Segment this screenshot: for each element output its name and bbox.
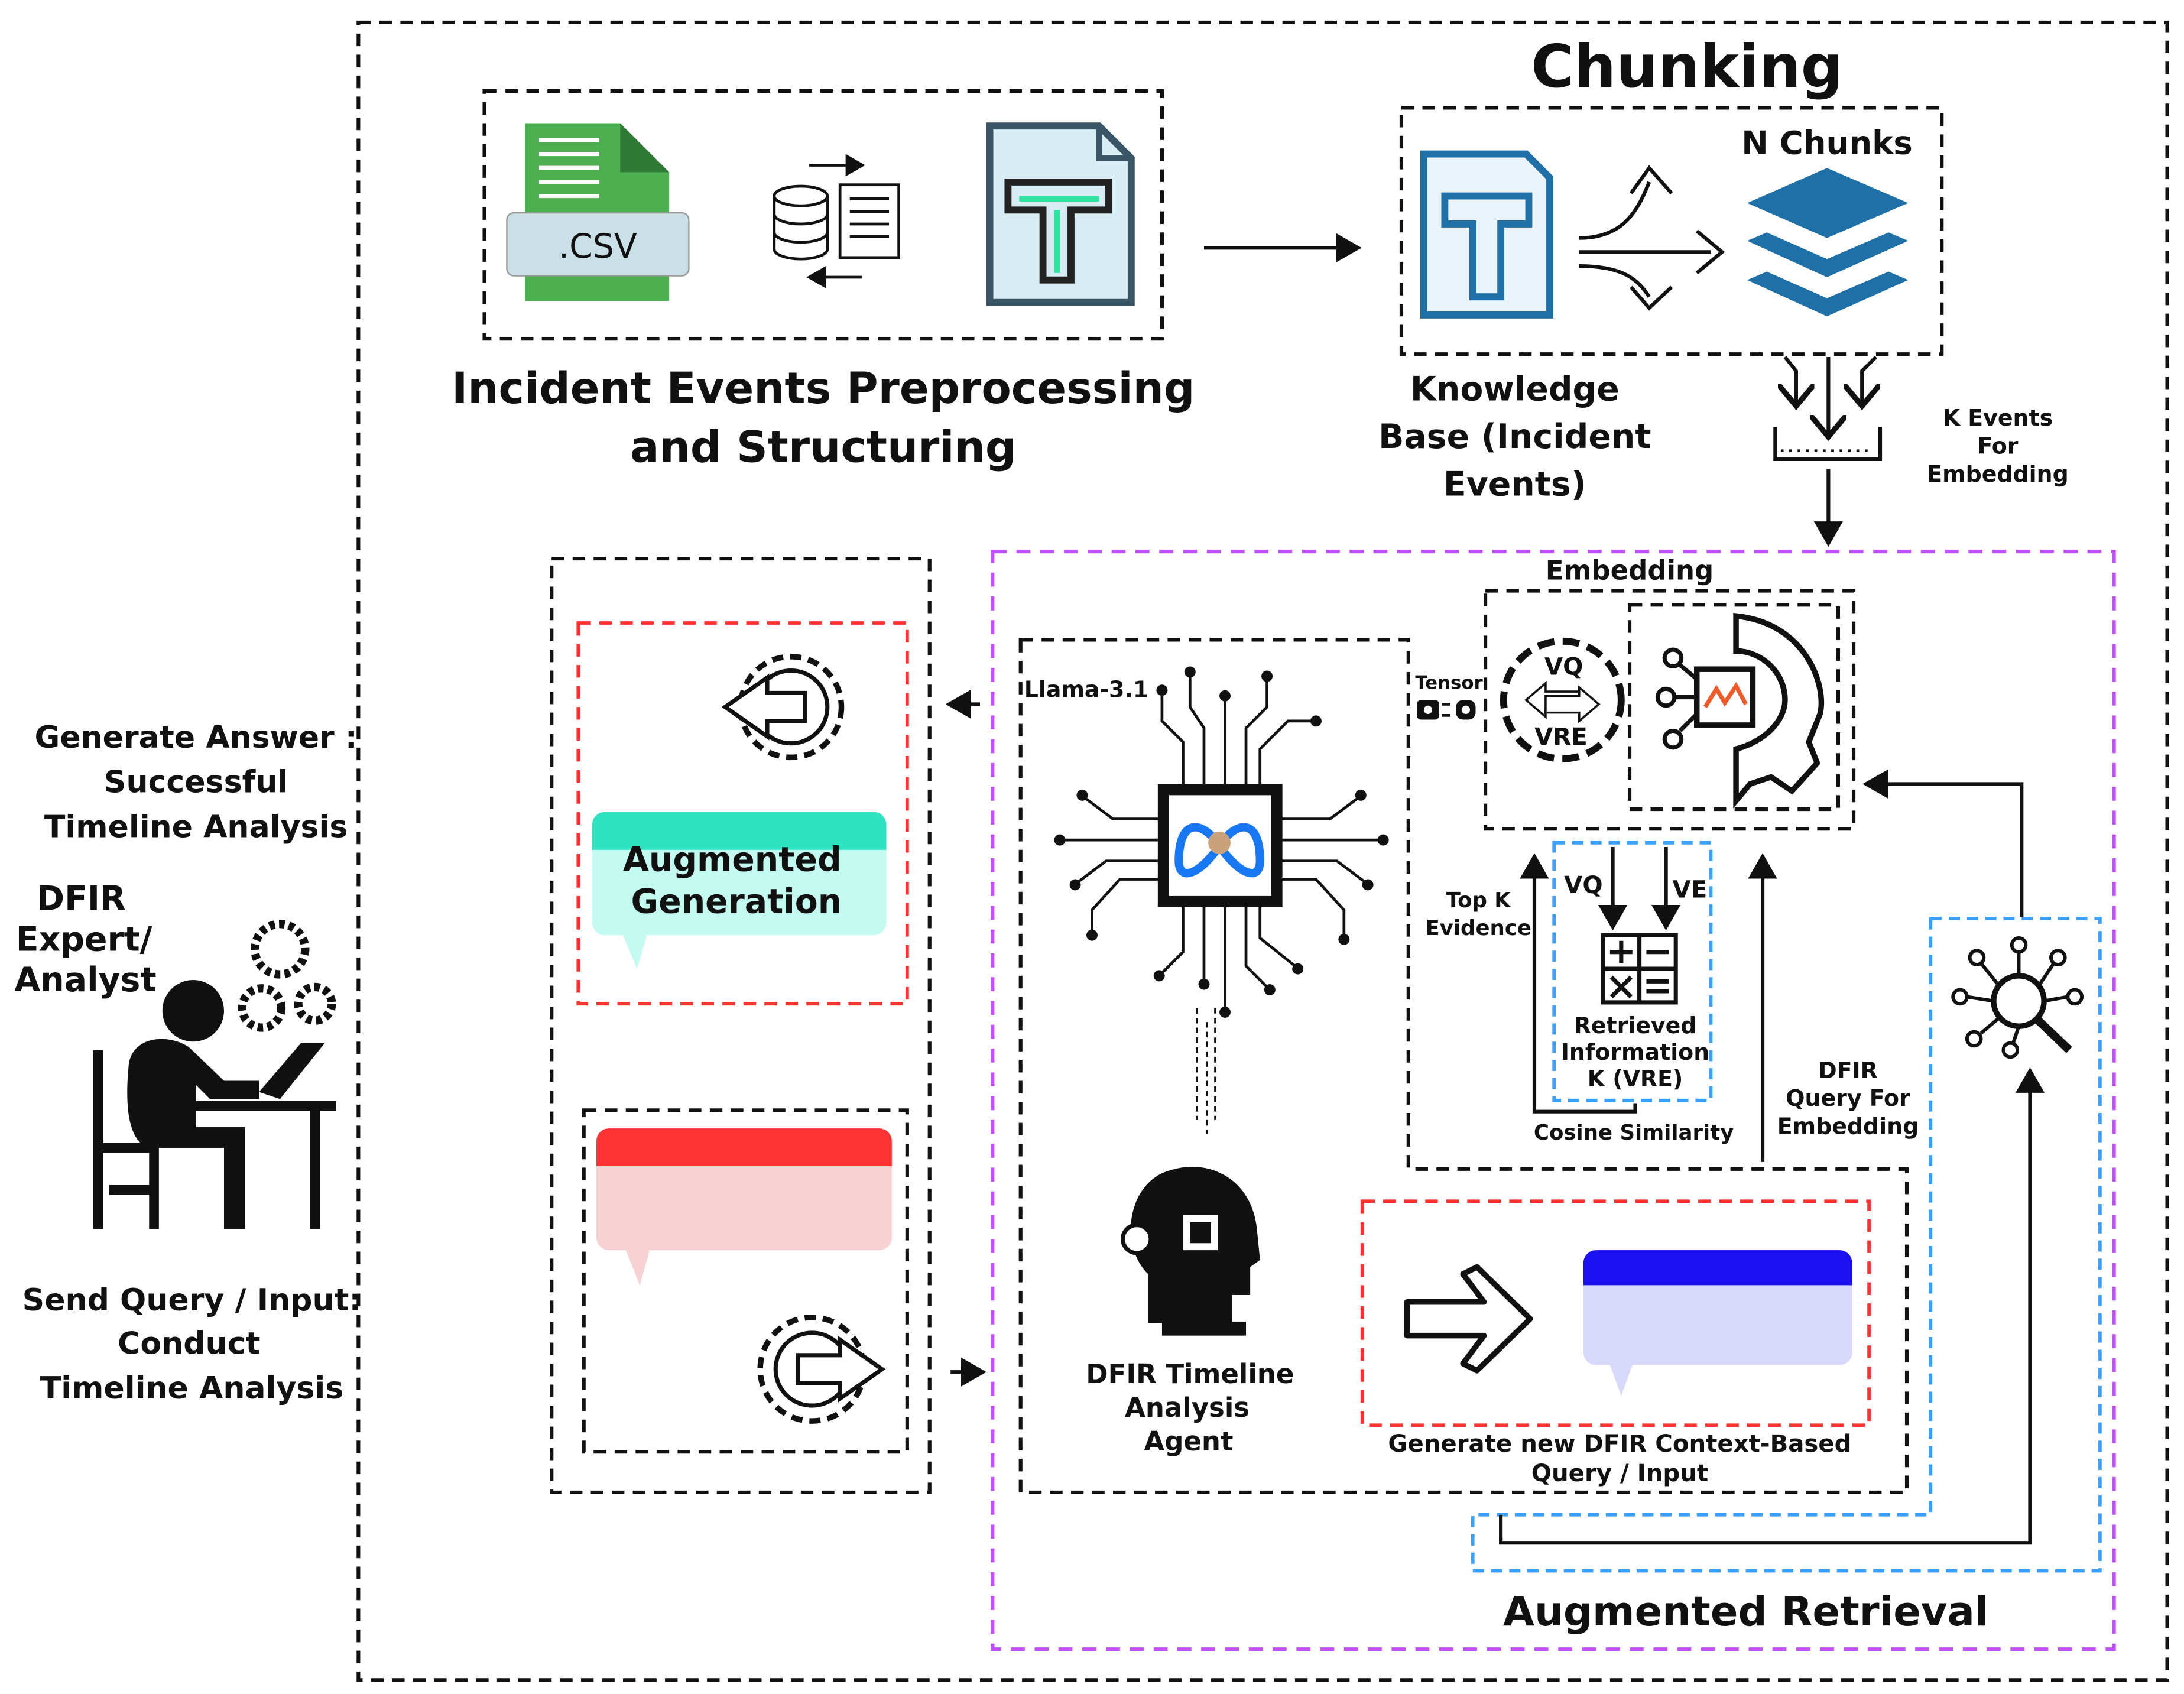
- new-query-line-2: Query / Input: [1531, 1460, 1708, 1487]
- embedding-box: [1483, 589, 1856, 831]
- embedding-title: Embedding: [1546, 555, 1714, 586]
- query-line-2: Conduct: [118, 1326, 260, 1361]
- chunking-title: Chunking: [1531, 33, 1843, 101]
- agent-name-line-1: DFIR Timeline: [1086, 1358, 1294, 1390]
- k-events-line-3: Embedding: [1927, 461, 2068, 487]
- preprocessing-title-line-2: and Structuring: [630, 423, 1016, 473]
- top-k-line-1: Top K: [1446, 888, 1512, 913]
- retrieved-line-2: Information: [1561, 1039, 1709, 1065]
- role-line-2: Expert/: [16, 920, 152, 959]
- search-loop-box: [1471, 916, 2102, 1573]
- database-document-convert-icon: [773, 154, 901, 288]
- agent-name-line-3: Agent: [1144, 1426, 1233, 1457]
- dfir-query-line-3: Embedding: [1777, 1114, 1919, 1140]
- generation-column: Augmented Generation: [550, 556, 932, 1494]
- k-events-line-1: K Events: [1943, 405, 2053, 431]
- preprocessing-box: [482, 89, 1164, 341]
- csv-label: .CSV: [559, 227, 637, 266]
- embedding-model-box: [1627, 603, 1841, 812]
- chunking-box: [1399, 106, 1944, 356]
- answer-box: [576, 621, 909, 1006]
- ai-gear-chip-icon: [1655, 612, 1825, 809]
- k-events-line-2: For: [1977, 433, 2018, 459]
- search-to-embedding-arrow: [1862, 769, 2024, 917]
- dfir-query-line-1: DFIR: [1818, 1057, 1878, 1083]
- ai-head-icon: [1121, 1167, 1260, 1336]
- knowledge-base-line-1: Knowledge: [1410, 369, 1620, 408]
- meta-logo-icon: [1174, 823, 1264, 878]
- ve-input-label: VE: [1673, 876, 1708, 903]
- embedding-section: Embedding Tensor VQ VRE VQ VE: [1415, 555, 1919, 1162]
- knowledge-base-document-icon: [1420, 150, 1553, 319]
- loop-return-arrow: [1499, 1067, 2045, 1545]
- similarity-box: [1552, 841, 1713, 1102]
- generation-column-box: [550, 556, 932, 1494]
- augmented-retrieval-box: [991, 550, 2116, 1651]
- tensor-label: Tensor: [1415, 672, 1483, 693]
- llama-model-label: Llama-3.1: [1024, 677, 1149, 703]
- output-arrow-gear-icon: [721, 654, 845, 761]
- csv-file-icon: .CSV: [506, 123, 690, 301]
- answer-line-2: Successful: [104, 765, 288, 800]
- preprocessing-section: .CSV Incident Events Preprocessing and S…: [452, 89, 1195, 473]
- text-document-icon: [986, 122, 1135, 306]
- answer-line-1: Generate Answer :: [34, 720, 357, 755]
- outer-frame: [356, 20, 2169, 1682]
- right-arrow-icon: [1404, 1264, 1533, 1374]
- query-box: [582, 1108, 909, 1454]
- vq-input-label: VQ: [1564, 872, 1602, 899]
- augmented-generation-line-1: Augmented: [623, 840, 842, 879]
- knowledge-base-line-2: Base (Incident: [1378, 417, 1651, 456]
- split-arrows-icon: [1579, 165, 1725, 311]
- knowledge-base-line-3: Events): [1443, 465, 1586, 504]
- vre-label: VRE: [1534, 723, 1588, 751]
- augmented-generation-line-2: Generation: [631, 882, 842, 921]
- retrieved-line-3: K (VRE): [1588, 1066, 1683, 1092]
- augmented-retrieval-title: Augmented Retrieval: [1503, 1588, 1989, 1635]
- query-bubble: [596, 1128, 892, 1286]
- search-network-icon: [1951, 936, 2084, 1059]
- query-line-1: Send Query / Input:: [22, 1283, 362, 1318]
- analyst-section: Generate Answer : Successful Timeline An…: [14, 720, 361, 1406]
- agent-name-line-2: Analysis: [1125, 1392, 1250, 1423]
- query-line-3: Timeline Analysis: [40, 1371, 344, 1406]
- chunking-section: Chunking N Chunks Knowledge Base (Incide…: [1378, 33, 2069, 547]
- vq-label: VQ: [1544, 654, 1583, 681]
- role-line-3: Analyst: [14, 960, 156, 999]
- agent-wires: [1196, 1008, 1216, 1134]
- role-line-1: DFIR: [37, 880, 126, 919]
- retrieved-line-1: Retrieved: [1574, 1012, 1697, 1039]
- vq-vre-exchange-icon: VQ VRE: [1500, 637, 1625, 762]
- circuit-chip-icon: [1054, 666, 1389, 1018]
- calculator-icon: [1601, 933, 1678, 1005]
- cosine-similarity-label: Cosine Similarity: [1534, 1121, 1734, 1145]
- augmented-generation-bubble: Augmented Generation: [592, 812, 887, 969]
- new-query-line-1: Generate new DFIR Context-Based: [1388, 1430, 1851, 1458]
- input-arrow-gear-icon: [757, 1315, 886, 1424]
- agent-box: [1018, 638, 1909, 1494]
- top-k-arrow: [1520, 853, 1637, 1114]
- top-k-line-2: Evidence: [1425, 916, 1531, 940]
- n-chunks-label: N Chunks: [1741, 124, 1913, 162]
- analyst-at-desk-icon: [93, 920, 336, 1229]
- new-query-box: [1360, 1199, 1871, 1427]
- tensor-connector-icon: [1417, 700, 1476, 720]
- dfir-query-line-2: Query For: [1786, 1085, 1910, 1111]
- chunk-layers-icon: [1747, 168, 1909, 317]
- answer-line-3: Timeline Analysis: [44, 809, 348, 845]
- new-query-bubble: [1583, 1250, 1852, 1396]
- agent-section: Llama-3.1: [1018, 638, 1909, 1494]
- preprocessing-title-line-1: Incident Events Preprocessing: [452, 364, 1195, 414]
- funnel-tray-icon: [1773, 355, 1883, 461]
